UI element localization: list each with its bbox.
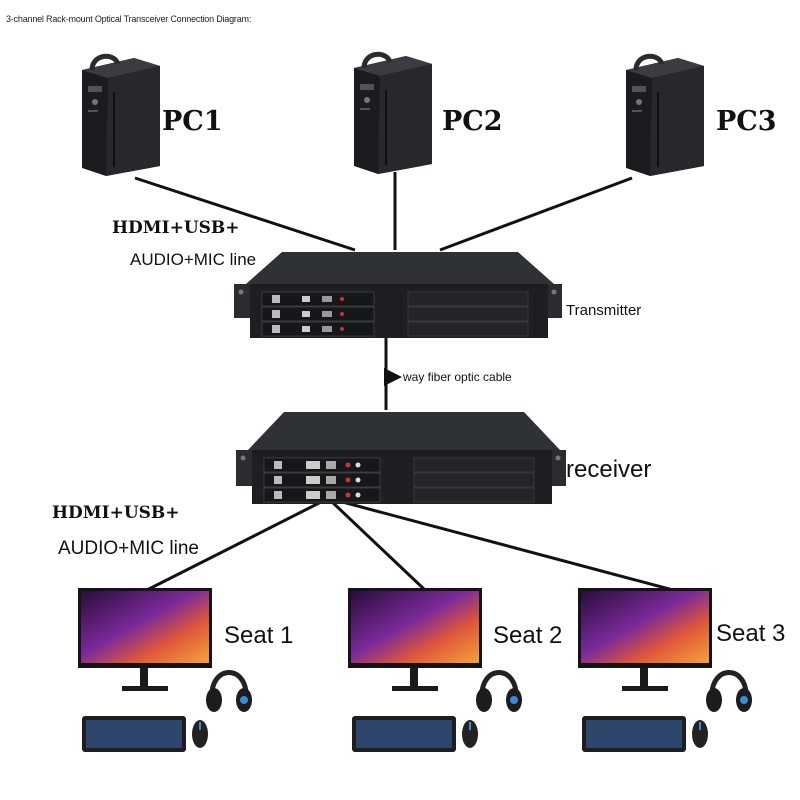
seat3-label: Seat 3 — [716, 620, 786, 647]
seat1-station — [78, 588, 258, 763]
seat2-station — [348, 588, 528, 763]
pc2-tower — [346, 50, 436, 180]
transmitter-label: Transmitter — [566, 302, 642, 319]
workstation-icon — [78, 588, 252, 752]
upper-cable-label-line1: HDMI+USB+ — [112, 218, 240, 238]
rack-transceiver-icon — [234, 252, 562, 338]
keyboard-icon — [352, 716, 456, 752]
pc-tower-icon — [626, 53, 704, 176]
pc-tower-icon — [82, 53, 160, 176]
headset-icon — [476, 670, 522, 712]
mouse-icon — [192, 720, 208, 748]
headset-icon — [706, 670, 752, 712]
diagram-caption: 3-channel Rack-mount Optical Transceiver… — [6, 14, 252, 24]
pc1-label: PC1 — [162, 106, 223, 137]
pc-tower-icon — [354, 51, 432, 174]
seat2-label: Seat 2 — [493, 622, 563, 649]
lower-cable-label-line1: HDMI+USB+ — [52, 503, 180, 523]
mouse-icon — [692, 720, 708, 748]
pc1-tower — [74, 52, 164, 182]
transmitter-unit — [232, 248, 562, 345]
workstation-icon — [578, 588, 752, 752]
wire-receiver-seat1 — [142, 498, 326, 594]
seat1-label: Seat 1 — [224, 622, 294, 649]
rack-transceiver-icon — [236, 412, 566, 504]
keyboard-icon — [82, 716, 186, 752]
wire-pc3-transmitter — [439, 176, 633, 252]
monitor-icon — [78, 588, 212, 691]
monitor-icon — [348, 588, 482, 691]
seat3-station — [578, 588, 758, 763]
wire-receiver-seat3 — [334, 498, 674, 592]
receiver-unit — [236, 410, 566, 511]
headset-icon — [206, 670, 252, 712]
wire-pc1-transmitter — [134, 176, 356, 252]
fiber-arrow-icon — [384, 368, 402, 386]
monitor-icon — [578, 588, 712, 691]
pc3-tower — [618, 52, 708, 182]
lower-cable-label-line2: AUDIO+MIC line — [58, 538, 199, 559]
receiver-label: receiver — [566, 456, 652, 483]
upper-cable-label-line2: AUDIO+MIC line — [130, 250, 257, 269]
pc3-label: PC3 — [716, 106, 777, 137]
keyboard-icon — [582, 716, 686, 752]
workstation-icon — [348, 588, 522, 752]
mouse-icon — [462, 720, 478, 748]
pc2-label: PC2 — [442, 106, 503, 137]
wire-receiver-seat2 — [328, 498, 427, 592]
fiber-cable-label: way fiber optic cable — [403, 370, 512, 384]
